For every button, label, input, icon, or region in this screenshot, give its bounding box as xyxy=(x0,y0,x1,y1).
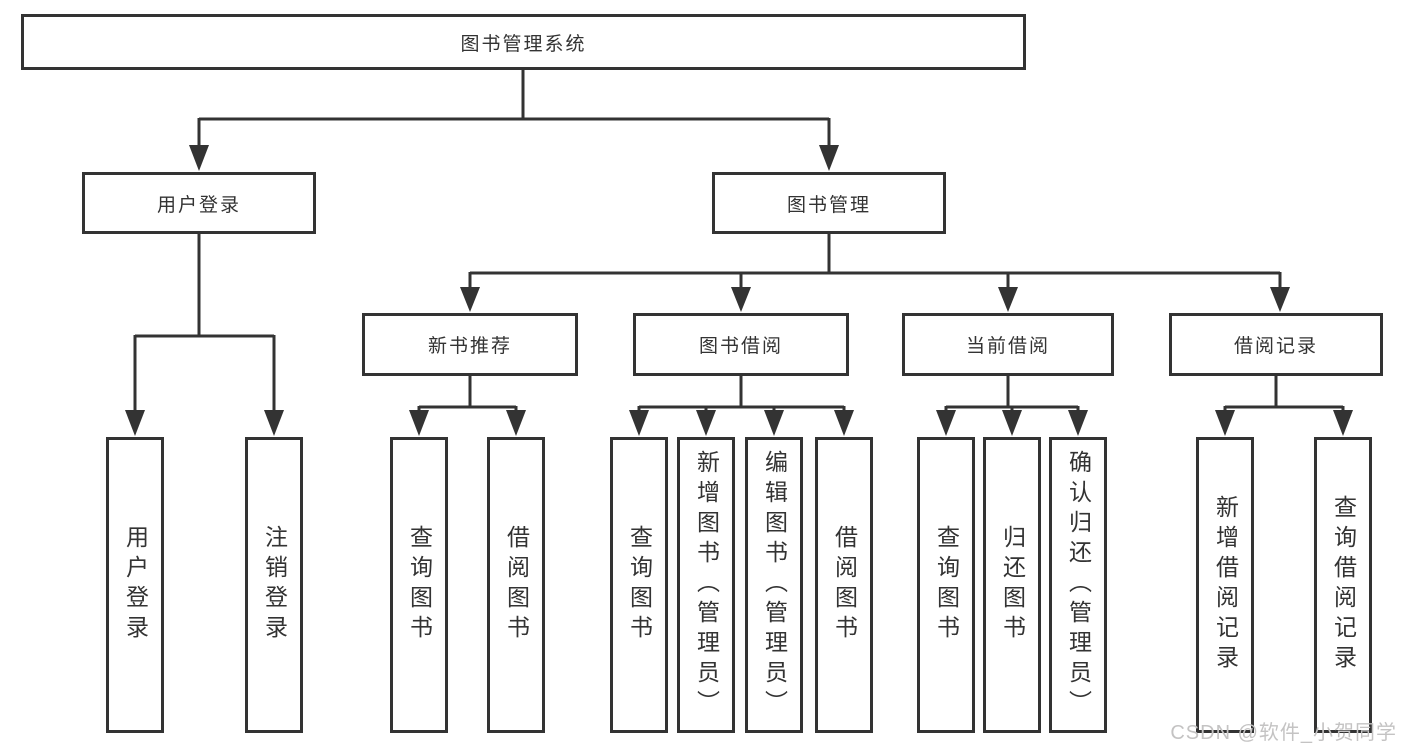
leaf-logout: 注销登录 xyxy=(245,437,303,733)
leaf-recommend-borrow-book: 借阅图书 xyxy=(487,437,545,733)
leaf-current-confirm-return-admin: 确认归还（管理员） xyxy=(1049,437,1107,733)
node-book-management: 图书管理 xyxy=(712,172,946,234)
leaf-record-query-borrow-record: 查询借阅记录 xyxy=(1314,437,1372,733)
leaf-recommend-query-book: 查询图书 xyxy=(390,437,448,733)
leaf-borrow-query-book: 查询图书 xyxy=(610,437,668,733)
leaf-borrow-borrow-book: 借阅图书 xyxy=(815,437,873,733)
leaf-user-login: 用户登录 xyxy=(106,437,164,733)
leaf-borrow-edit-book-admin: 编辑图书（管理员） xyxy=(745,437,803,733)
csdn-watermark: CSDN @软件_小贺同学 xyxy=(1170,722,1397,744)
node-borrow-records: 借阅记录 xyxy=(1169,313,1383,376)
node-current-borrow: 当前借阅 xyxy=(902,313,1114,376)
arrowheads xyxy=(125,145,1353,436)
node-user-login: 用户登录 xyxy=(82,172,316,234)
node-book-borrow: 图书借阅 xyxy=(633,313,849,376)
node-new-book-recommend: 新书推荐 xyxy=(362,313,578,376)
node-root-library-system: 图书管理系统 xyxy=(21,14,1026,70)
leaf-current-return-book: 归还图书 xyxy=(983,437,1041,733)
leaf-current-query-book: 查询图书 xyxy=(917,437,975,733)
leaf-borrow-add-book-admin: 新增图书（管理员） xyxy=(677,437,735,733)
leaf-record-add-borrow-record: 新增借阅记录 xyxy=(1196,437,1254,733)
